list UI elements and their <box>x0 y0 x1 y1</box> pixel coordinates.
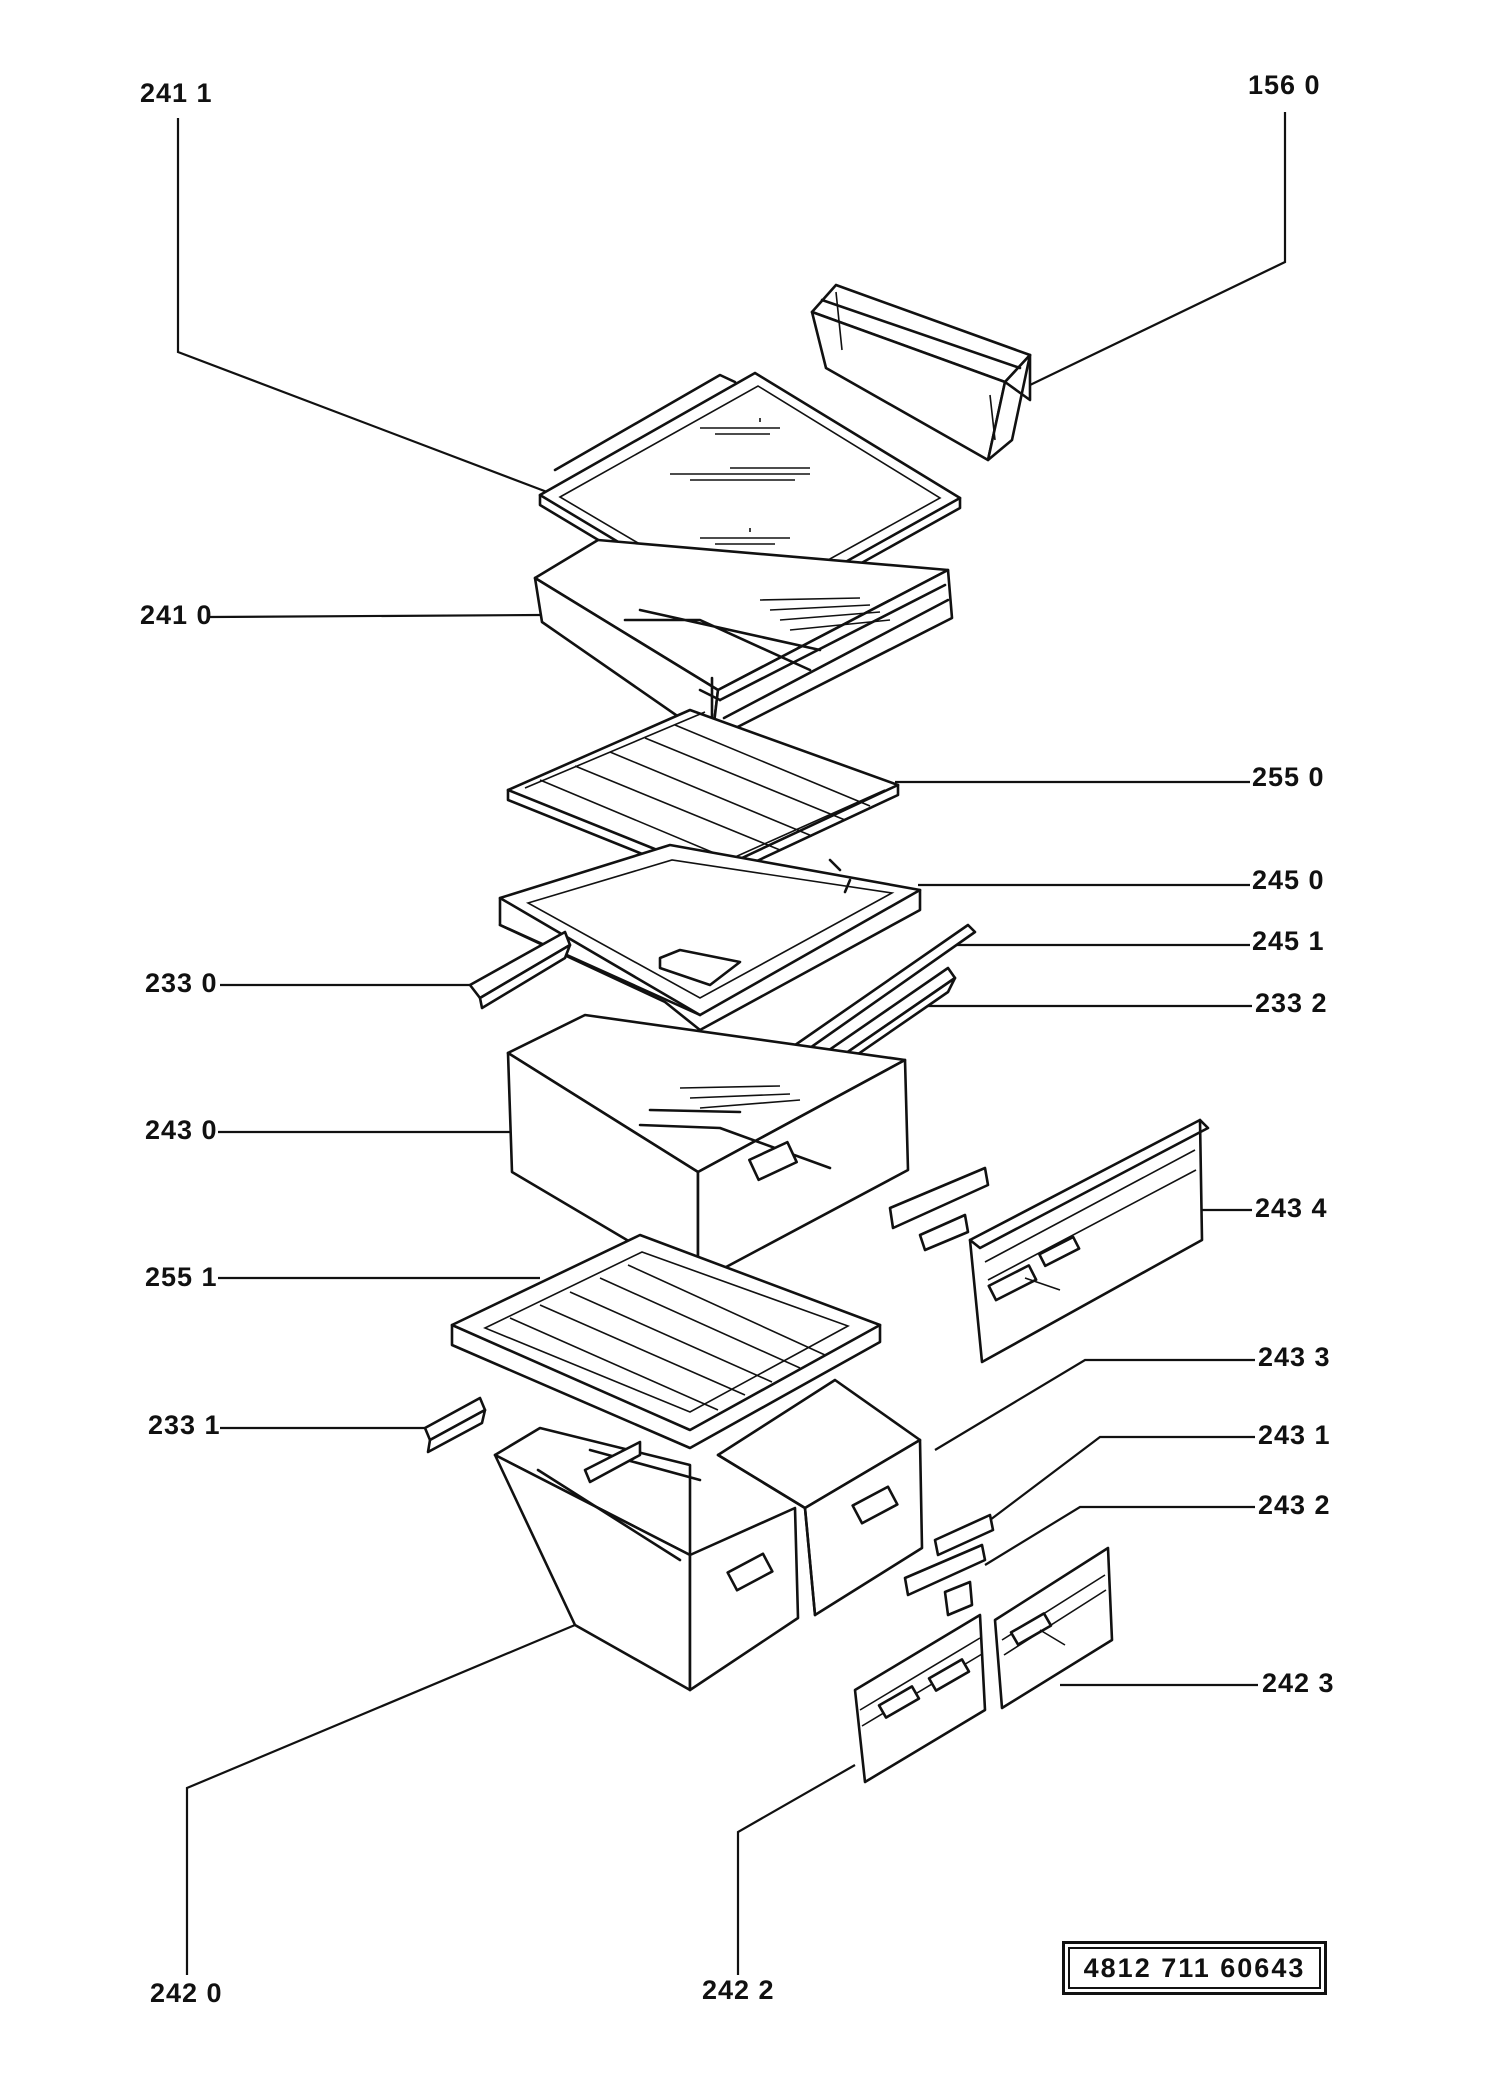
leader-243-3 <box>934 1358 1255 1451</box>
label-243-0: 243 0 <box>145 1115 218 1145</box>
leader-241-1 <box>176 118 556 497</box>
leader-242-0 <box>185 1623 576 1975</box>
part-243-4-drawer-front <box>968 1118 1210 1364</box>
leader-241-0 <box>209 613 541 619</box>
label-233-2: 233 2 <box>1255 988 1328 1018</box>
leader-243-1 <box>989 1435 1255 1521</box>
label-243-3: 243 3 <box>1258 1342 1331 1372</box>
label-255-1: 255 1 <box>145 1262 218 1292</box>
part-243-2-clip <box>943 1580 974 1617</box>
label-245-1: 245 1 <box>1252 926 1325 956</box>
label-242-2: 242 2 <box>702 1975 775 2005</box>
part-242-2-drawer-front <box>853 1613 987 1784</box>
label-241-1: 241 1 <box>140 78 213 108</box>
label-245-0: 245 0 <box>1252 865 1325 895</box>
label-243-1: 243 1 <box>1258 1420 1331 1450</box>
leader-243-2 <box>984 1505 1255 1566</box>
part-241-0-tray <box>533 538 954 744</box>
part-233-0-rail <box>468 930 572 1010</box>
part-156-0-door-bin <box>810 283 1032 462</box>
label-156-0: 156 0 <box>1248 70 1321 100</box>
part-243-0-drawer <box>506 1013 910 1284</box>
label-255-0: 255 0 <box>1252 762 1325 792</box>
label-233-0: 233 0 <box>145 968 218 998</box>
part-243-1-clip <box>903 1513 995 1597</box>
leader-156-0 <box>1029 112 1287 386</box>
leader-242-2 <box>736 1764 856 1975</box>
label-241-0: 241 0 <box>140 600 213 630</box>
part-245-0-frame <box>498 843 922 1032</box>
label-233-1: 233 1 <box>148 1410 221 1440</box>
part-233-1-rail <box>423 1396 487 1454</box>
part-243-3-drawer <box>716 1378 924 1617</box>
label-242-3: 242 3 <box>1262 1668 1335 1698</box>
part-clip-upper <box>888 1166 990 1252</box>
label-243-2: 243 2 <box>1258 1490 1331 1520</box>
leader-lines <box>176 112 1287 1975</box>
part-242-3-drawer-front <box>993 1546 1114 1710</box>
label-243-4: 243 4 <box>1255 1193 1328 1223</box>
document-code-box: 4812 711 60643 <box>1062 1941 1327 1995</box>
label-242-0: 242 0 <box>150 1978 223 2008</box>
part-255-1-slatted-shelf <box>450 1233 882 1450</box>
part-242-0-drawer <box>493 1426 800 1692</box>
